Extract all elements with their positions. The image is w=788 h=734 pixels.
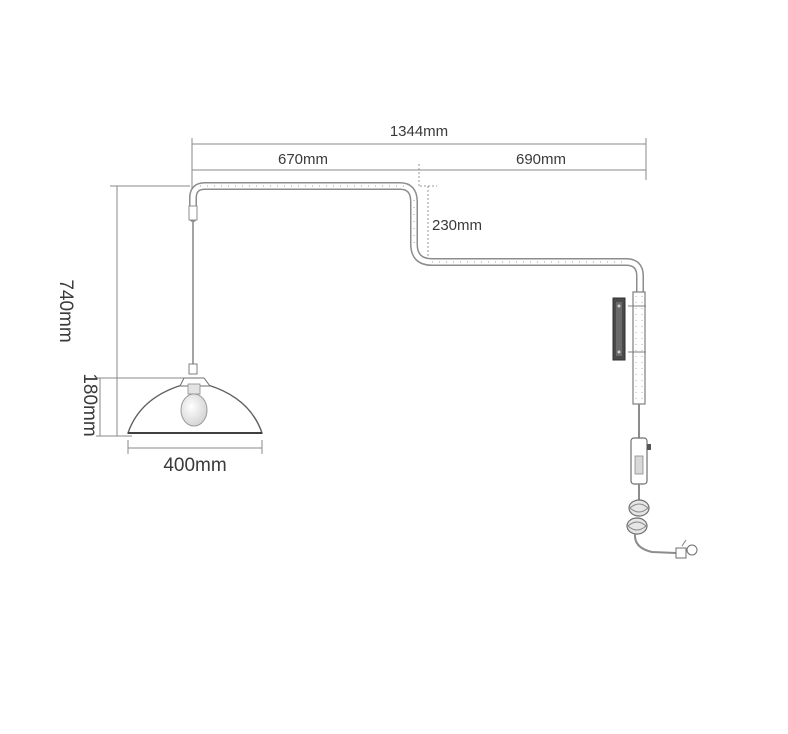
pendant-cable [188,220,198,375]
total-width-label: 1344mm [390,123,448,140]
total-height-label: 740mm [55,279,76,342]
right-segment-label: 690mm [516,151,566,168]
shade-width-dimension-lines [127,440,263,454]
top-dimension-lines [191,138,647,216]
drop-height-label: 230mm [432,217,482,234]
inline-switch [630,437,651,485]
left-segment-label: 670mm [278,151,328,168]
coiled-cable [626,499,650,535]
shade-height-label: 180mm [79,373,100,436]
lamp-arm [188,182,644,304]
vertical-arm-pole [628,291,646,405]
left-dimension-lines [96,185,200,437]
plug-icon [675,539,698,559]
power-cord [626,404,698,559]
light-bulb-icon [180,383,208,427]
wall-mount-plate [612,297,626,361]
shade-width-label: 400mm [163,455,226,476]
